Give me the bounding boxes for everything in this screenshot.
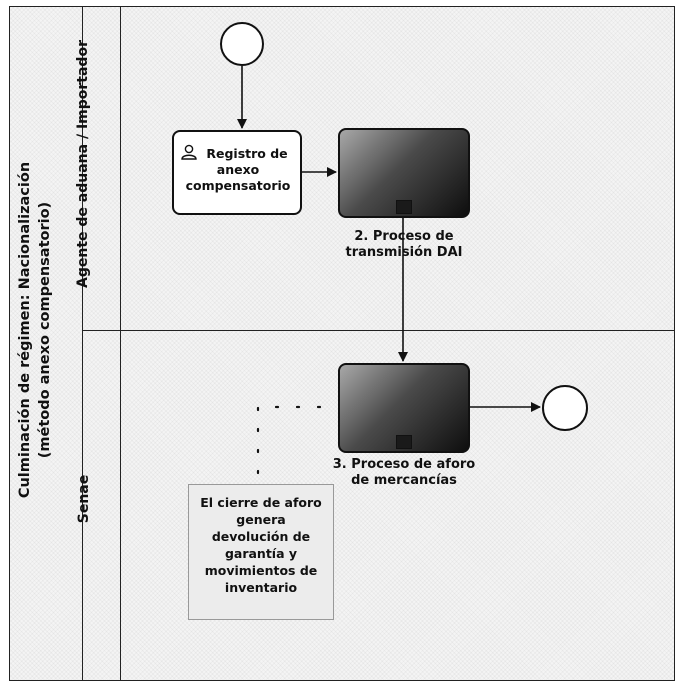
lane-title-agente: Agente de aduana / Importador bbox=[75, 40, 91, 288]
subprocess-marker-icon bbox=[396, 200, 412, 214]
start-event[interactable] bbox=[220, 22, 264, 66]
pool-title: Culminación de régimen: Nacionalización … bbox=[15, 0, 55, 670]
end-event[interactable] bbox=[542, 385, 588, 431]
task-registro-label-line1: Registro de bbox=[206, 146, 288, 161]
subprocess-aforo-mercancias[interactable] bbox=[338, 363, 470, 453]
task-registro-label-line3: compensatorio bbox=[185, 178, 291, 193]
subprocess-transmision-caption: 2. Proceso de transmisión DAI bbox=[309, 229, 499, 261]
caption-2-line2: transmisión DAI bbox=[345, 245, 463, 260]
task-registro-label: Registro de anexo compensatorio bbox=[176, 146, 300, 194]
subprocess-aforo-caption: 3. Proceso de aforo de mercancías bbox=[309, 457, 499, 489]
annotation-text: El cierre de aforo genera devolución de … bbox=[190, 494, 332, 596]
lane-divider bbox=[83, 330, 675, 331]
subprocess-marker-icon bbox=[396, 435, 412, 449]
pool-header bbox=[9, 6, 83, 681]
annotation-line6: inventario bbox=[224, 580, 298, 595]
annotation-line4: garantía y bbox=[224, 546, 298, 561]
subprocess-transmision-dai[interactable] bbox=[338, 128, 470, 218]
user-icon bbox=[181, 144, 197, 160]
annotation-line2: genera bbox=[236, 512, 286, 527]
lane-title-senae: Senae bbox=[76, 474, 92, 524]
annotation-line1: El cierre de aforo bbox=[200, 495, 322, 510]
annotation-line3: devolución de bbox=[211, 529, 311, 544]
caption-3-line2: de mercancías bbox=[351, 473, 457, 488]
caption-3-line1: 3. Proceso de aforo bbox=[332, 457, 476, 472]
annotation-line5: movimientos de bbox=[204, 563, 318, 578]
pool-title-line1: Culminación de régimen: Nacionalización bbox=[17, 161, 33, 499]
pool-title-line2: (método anexo compensatorio) bbox=[37, 201, 53, 459]
task-registro-label-line2: anexo bbox=[216, 162, 260, 177]
task-registro-anexo[interactable] bbox=[172, 130, 302, 215]
lane-header-senae bbox=[83, 331, 121, 681]
caption-2-line1: 2. Proceso de bbox=[354, 229, 454, 244]
